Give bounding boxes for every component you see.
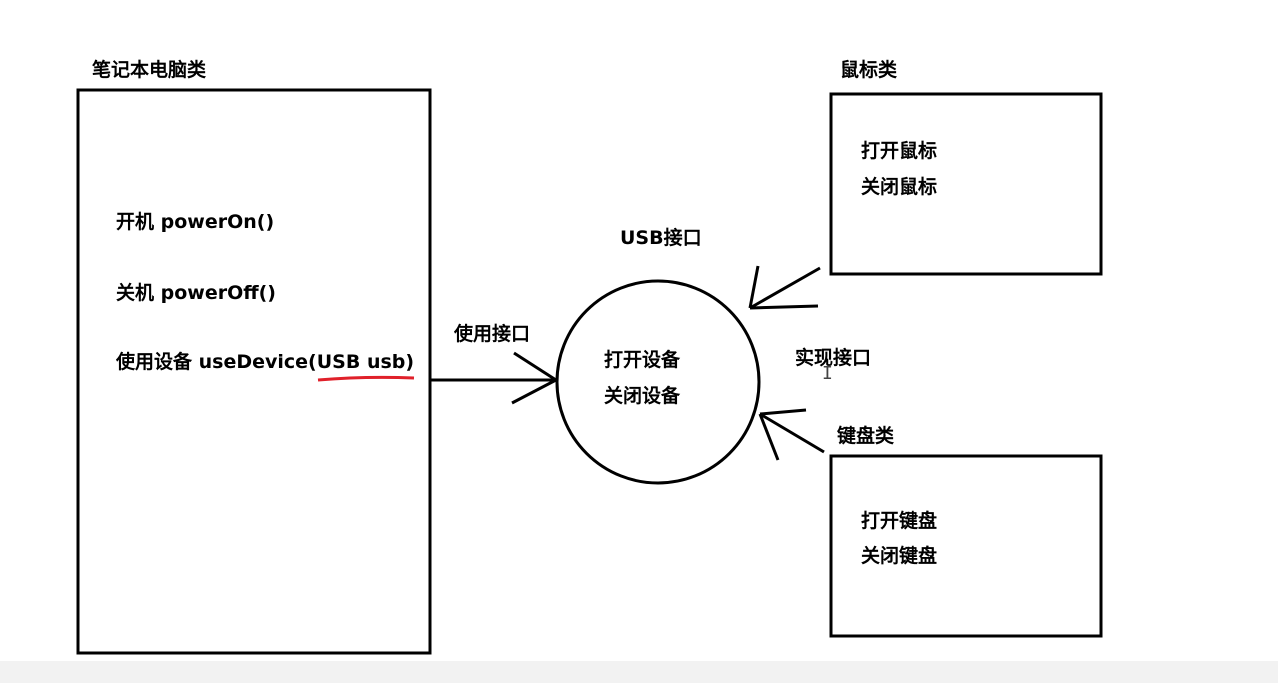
mouse-class-title: 鼠标类 — [840, 59, 898, 81]
keyboard-close: 关闭键盘 — [861, 545, 938, 567]
text-cursor-icon: I — [822, 363, 833, 384]
keyboard-class-title: 键盘类 — [837, 425, 895, 447]
mouse-open: 打开鼠标 — [861, 140, 938, 162]
mouse-class-box — [829, 92, 1103, 276]
usb-open-device: 打开设备 — [604, 349, 681, 371]
use-interface-label: 使用接口 — [454, 323, 531, 345]
keyboard-implements-arrow — [758, 408, 825, 461]
mouse-implements-arrow — [748, 265, 821, 310]
power-on-method: 开机 powerOn() — [116, 211, 275, 233]
implement-interface-label: 实现接口 — [795, 347, 872, 369]
keyboard-open: 打开键盘 — [861, 510, 938, 532]
usb-interface-title: USB接口 — [620, 227, 702, 249]
laptop-class-box — [76, 88, 432, 655]
bottom-bar — [0, 661, 1278, 683]
laptop-class-title: 笔记本电脑类 — [92, 59, 207, 81]
use-device-param: (USB usb) — [308, 351, 415, 373]
usb-close-device: 关闭设备 — [604, 385, 681, 407]
use-device-method: 使用设备 useDevice(USB usb) — [116, 350, 414, 374]
mouse-close: 关闭鼠标 — [861, 176, 938, 198]
use-interface-arrow — [430, 351, 557, 405]
param-underline — [317, 375, 415, 382]
power-off-method: 关机 powerOff() — [116, 282, 276, 304]
usb-interface-circle — [555, 279, 761, 485]
keyboard-class-box — [829, 454, 1103, 638]
use-device-name: 使用设备 useDevice — [116, 351, 309, 373]
